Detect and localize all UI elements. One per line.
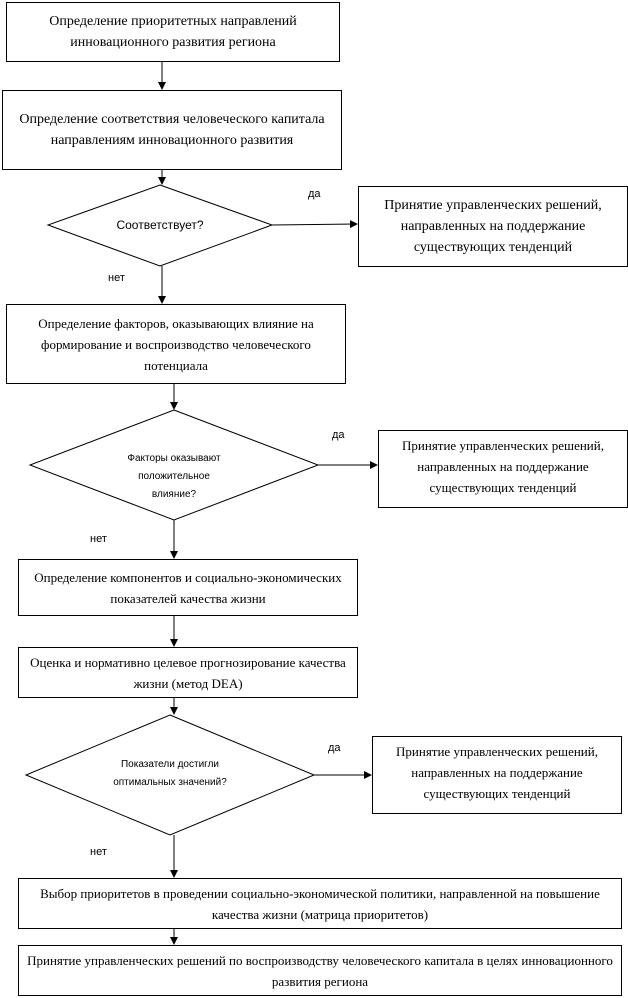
outcome-support-1: Принятие управленческих решений, направл…	[358, 186, 628, 267]
decision-diamond-matches	[46, 184, 274, 267]
decision-matches-text: Соответствует?	[116, 218, 204, 232]
step-factors-text: Определение факторов, оказывающих влияни…	[38, 315, 314, 373]
step-components: Определение компонентов и социально-экон…	[18, 559, 358, 616]
step-evaluation-text: Оценка и нормативно целевое прогнозирова…	[30, 654, 346, 691]
step-priorities: Выбор приоритетов в проведении социально…	[18, 878, 622, 929]
step-priorities-text: Выбор приоритетов в проведении социально…	[40, 885, 600, 922]
outcome-support-3: Принятие управленческих решений, направл…	[372, 736, 622, 814]
no-label-1: нет	[108, 272, 125, 284]
step-human-capital-match-text: Определение соответствия человеческого к…	[19, 112, 325, 148]
yes-label-2: да	[332, 429, 345, 441]
step-evaluation: Оценка и нормативно целевое прогнозирова…	[18, 647, 358, 698]
yes-label-1: да	[308, 188, 321, 200]
decision-diamond-indicators	[24, 714, 316, 836]
step-priority-directions-text: Определение приоритетных направлений инн…	[49, 14, 297, 50]
outcome-support-3-text: Принятие управленческих решений, направл…	[396, 744, 598, 801]
no-label-2: нет	[90, 533, 107, 545]
arrow-yes-1	[271, 220, 358, 229]
no-label-3: нет	[90, 846, 107, 858]
outcome-support-1-text: Принятие управленческих решений, направл…	[384, 198, 602, 255]
step-final-text: Принятие управленческих решений по воспр…	[27, 952, 613, 989]
yes-label-3: да	[328, 742, 341, 754]
step-factors: Определение факторов, оказывающих влияни…	[6, 304, 346, 384]
decision-indicators-text: Показатели достигли оптимальных значений…	[113, 759, 227, 788]
outcome-support-2-text: Принятие управленческих решений, направл…	[402, 438, 604, 495]
decision-factors-text: Факторы оказывают положительное влияние?	[127, 453, 221, 500]
step-priority-directions: Определение приоритетных направлений инн…	[6, 2, 340, 62]
outcome-support-2: Принятие управленческих решений, направл…	[378, 430, 628, 508]
step-components-text: Определение компонентов и социально-экон…	[34, 569, 342, 606]
step-human-capital-match: Определение соответствия человеческого к…	[2, 90, 342, 170]
step-final: Принятие управленческих решений по воспр…	[18, 945, 622, 996]
